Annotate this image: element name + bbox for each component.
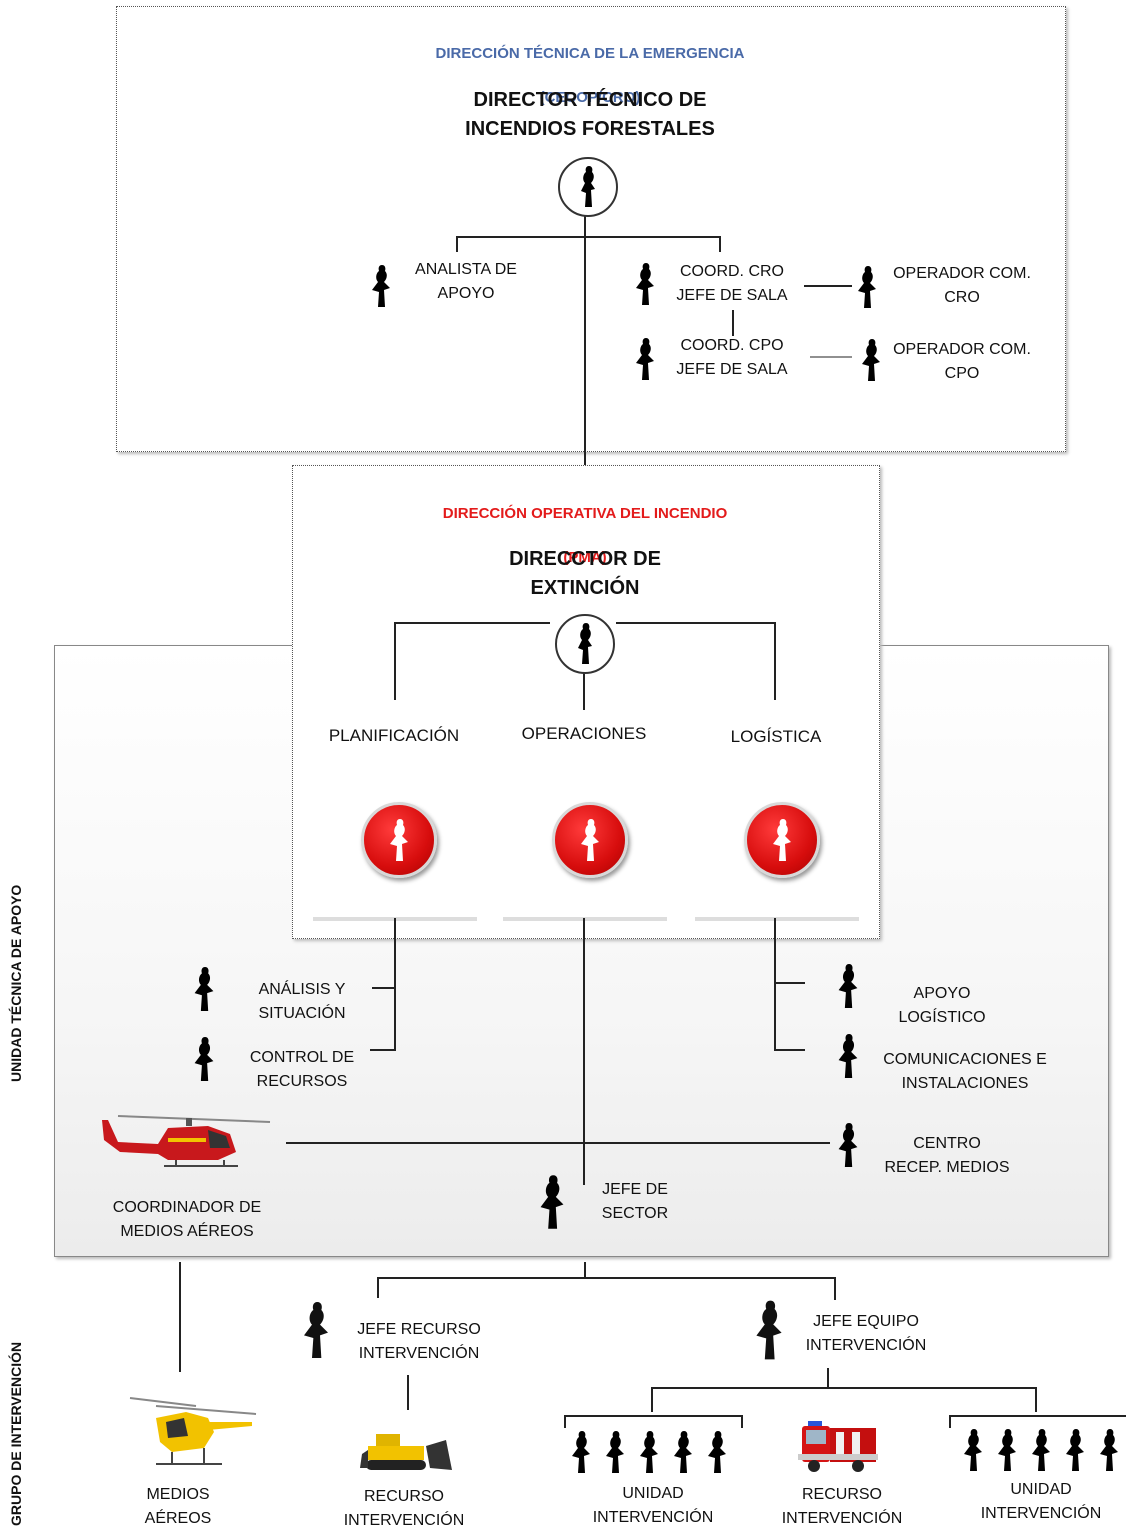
planificacion-label: PLANIFICACIÓN: [328, 726, 460, 745]
person-silhouette-icon: [838, 1123, 858, 1167]
analista-apoyo-label: ANALISTA DE APOYO: [415, 261, 517, 302]
person-silhouette-icon: [708, 1431, 726, 1473]
pma-label: (PMA): [563, 549, 607, 566]
person-silhouette-icon: [636, 338, 654, 380]
person-silhouette-icon: [1100, 1429, 1118, 1471]
person-silhouette-icon: [1032, 1429, 1050, 1471]
jefe-equipo-label: JEFE EQUIPO INTERVENCIÓN: [805, 1313, 927, 1354]
person-silhouette-icon: [578, 623, 592, 664]
coord-cro-label: COORD. CRO JEFE DE SALA: [676, 263, 788, 304]
person-silhouette-icon: [572, 1431, 590, 1473]
recurso-intervencion-2-label: RECURSO INTERVENCIÓN: [781, 1486, 903, 1527]
person-silhouette-icon: [636, 263, 654, 305]
coordinador-medios-aereos-label: COORDINADOR DE MEDIOS AÉREOS: [112, 1199, 262, 1240]
unidad-intervencion-2-label: UNIDAD INTERVENCIÓN: [980, 1481, 1102, 1522]
director-extincion-icon: [555, 614, 615, 674]
unidad-intervencion-1-group: [566, 1430, 736, 1476]
operador-cro-label: OPERADOR COM. CRO: [893, 265, 1031, 306]
person-silhouette-icon: [304, 1302, 328, 1358]
helicopter-icon: [102, 1115, 271, 1167]
coord-cpo-label: COORD. CPO JEFE DE SALA: [676, 337, 788, 378]
director-person-icon: [558, 157, 618, 217]
person-silhouette-icon: [674, 1431, 692, 1473]
person-silhouette-icon: [640, 1431, 658, 1473]
unidad-intervencion-1-label: UNIDAD INTERVENCIÓN: [592, 1485, 714, 1526]
jefe-recurso-label: JEFE RECURSO INTERVENCIÓN: [357, 1321, 481, 1362]
person-silhouette-icon: [862, 339, 880, 381]
bulldozer-icon: [360, 1434, 452, 1470]
unidad-tecnica-apoyo-label: UNIDAD TÉCNICA DE APOYO: [8, 884, 24, 1082]
cecop-cro-label: (CECOP/CRO): [539, 89, 641, 106]
person-silhouette-icon: [194, 1037, 214, 1081]
red-circle-person-icon: [361, 802, 437, 878]
direccion-tecnica-title: DIRECCIÓN TÉCNICA DE LA EMERGENCIA: [435, 45, 745, 62]
director-extincion-title: DIRECCTOR DE EXTINCIÓN: [509, 548, 661, 599]
person-silhouette-icon: [606, 1431, 624, 1473]
logistica-label: LOGÍSTICA: [730, 727, 822, 746]
person-silhouette-icon: [858, 266, 876, 308]
direccion-operativa-header: DIRECCIÓN OPERATIVA DEL INCENDIO (PMA): [292, 481, 878, 591]
person-silhouette-icon: [581, 166, 595, 207]
person-silhouette-icon: [964, 1429, 982, 1471]
person-silhouette-icon: [540, 1175, 564, 1229]
grupo-intervencion-label: GRUPO DE INTERVENCIÓN: [8, 1341, 24, 1526]
person-silhouette-icon: [194, 967, 214, 1011]
person-silhouette-icon: [838, 964, 858, 1008]
direccion-tecnica-header: DIRECCIÓN TÉCNICA DE LA EMERGENCIA (CECO…: [300, 21, 880, 131]
helicopter-icon: [129, 1397, 257, 1465]
centro-recepcion-label: CENTRO RECEP. MEDIOS: [884, 1135, 1010, 1176]
operador-cpo-label: OPERADOR COM. CPO: [893, 341, 1031, 382]
direccion-tecnica-box: [116, 6, 1066, 452]
direccion-operativa-box: [292, 465, 880, 939]
analisis-situacion-label: ANÁLISIS Y SITUACIÓN: [258, 981, 346, 1022]
recurso-intervencion-1-label: RECURSO INTERVENCIÓN: [343, 1488, 465, 1529]
person-silhouette-icon: [838, 1034, 858, 1078]
jefe-sector-label: JEFE DE SECTOR: [601, 1181, 669, 1222]
apoyo-logistico-label: APOYO LOGÍSTICO: [898, 985, 986, 1026]
director-tecnico-title: DIRECTOR TÉCNICO DE INCENDIOS FORESTALES: [465, 89, 715, 140]
control-recursos-label: CONTROL DE RECURSOS: [249, 1049, 355, 1090]
operaciones-label: OPERACIONES: [521, 724, 647, 743]
comunicaciones-instalaciones-label: COMUNICACIONES E INSTALACIONES: [883, 1051, 1047, 1092]
fire-truck-icon: [798, 1421, 878, 1472]
person-silhouette-icon: [372, 265, 390, 307]
person-silhouette-icon: [756, 1300, 782, 1360]
red-circle-person-icon: [552, 802, 628, 878]
unidad-intervencion-2-group: [958, 1428, 1126, 1474]
person-silhouette-icon: [998, 1429, 1016, 1471]
medios-aereos-label: MEDIOS AÉREOS: [144, 1486, 212, 1527]
red-circle-person-icon: [744, 802, 820, 878]
direccion-operativa-title: DIRECCIÓN OPERATIVA DEL INCENDIO: [442, 505, 728, 522]
person-silhouette-icon: [1066, 1429, 1084, 1471]
